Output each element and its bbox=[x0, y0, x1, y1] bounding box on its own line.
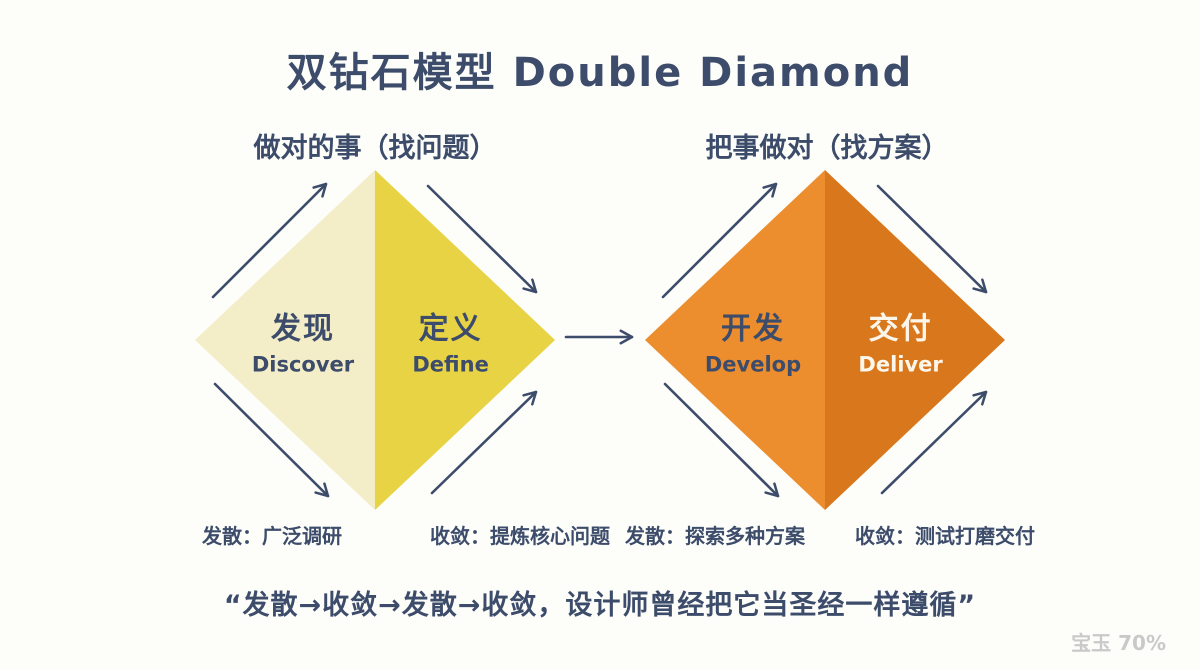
deliver-label-zh: 交付 bbox=[868, 311, 933, 347]
define-label: 定义 Define bbox=[386, 304, 516, 377]
develop-label: 开发 Develop bbox=[688, 304, 818, 377]
section-header-find-solution: 把事做对（找方案） bbox=[705, 133, 949, 164]
diverge-label-research: 发散：广泛调研 bbox=[202, 524, 342, 548]
discover-label-zh: 发现 bbox=[270, 311, 335, 347]
deliver-label: 交付 Deliver bbox=[836, 304, 966, 377]
diamond-develop-deliver: 开发 Develop 交付 Deliver bbox=[645, 170, 1005, 510]
discover-label-en: Discover bbox=[251, 352, 355, 377]
converge-arrow-deliver-top-icon bbox=[876, 184, 988, 294]
section-header-find-problem: 做对的事（找问题） bbox=[253, 133, 497, 164]
diverge-arrow-discover-bottom-icon bbox=[213, 382, 330, 498]
converge-arrow-define-bottom-icon bbox=[430, 390, 538, 495]
discover-label: 发现 Discover bbox=[238, 304, 368, 377]
deliver-label-en: Deliver bbox=[858, 352, 943, 377]
page-title: 双钻石模型 Double Diamond bbox=[286, 50, 914, 96]
develop-label-zh: 开发 bbox=[720, 311, 785, 347]
diverge-label-explore-solutions: 发散：探索多种方案 bbox=[625, 524, 805, 548]
define-label-en: Define bbox=[412, 352, 489, 377]
define-label-zh: 定义 bbox=[418, 311, 483, 347]
converge-arrow-deliver-bottom-icon bbox=[880, 390, 988, 495]
diverge-arrow-develop-bottom-icon bbox=[663, 382, 780, 498]
develop-label-en: Develop bbox=[704, 352, 802, 377]
converge-arrow-define-top-icon bbox=[426, 184, 538, 294]
converge-label-core-problem: 收敛：提炼核心问题 bbox=[430, 524, 610, 548]
quote-text: “发散→收敛→发散→收敛，设计师曾经把它当圣经一样遵循” bbox=[223, 590, 977, 621]
watermark: 宝玉 70% bbox=[1071, 631, 1166, 655]
diverge-arrow-discover-top-icon bbox=[211, 182, 328, 299]
diamond-discover-define: 发现 Discover 定义 Define bbox=[195, 170, 555, 510]
diverge-arrow-develop-top-icon bbox=[661, 182, 778, 299]
converge-label-test-deliver: 收敛：测试打磨交付 bbox=[855, 524, 1035, 548]
